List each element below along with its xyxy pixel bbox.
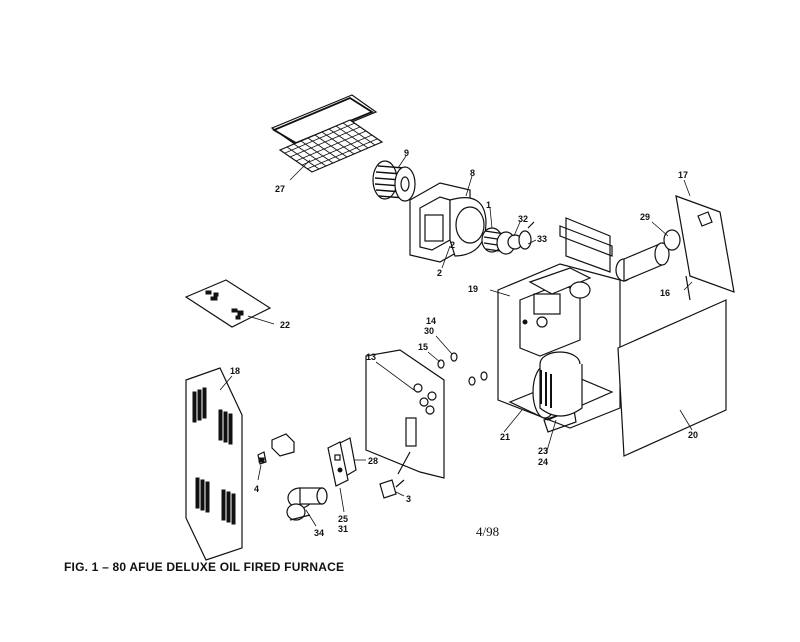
callout-2a: 2	[450, 240, 455, 250]
callout-16: 16	[660, 288, 670, 298]
callout-19: 19	[468, 284, 478, 294]
callout-18: 18	[230, 366, 240, 376]
part-29-flue-pipe	[559, 225, 681, 282]
callout-28: 28	[368, 456, 378, 466]
callout-17: 17	[678, 170, 688, 180]
callout-3: 3	[406, 494, 411, 504]
figure-caption: FIG. 1 – 80 AFUE DELUXE OIL FIRED FURNAC…	[64, 560, 345, 574]
callout-24: 24	[538, 457, 548, 467]
callout-32: 32	[518, 214, 528, 224]
part-20-side-panel	[617, 299, 727, 457]
part-34-burner	[286, 487, 328, 521]
callout-31: 31	[338, 524, 348, 534]
callout-labels: 27 9 8 1 32 33 2 2 22 19 14 30 15 13 18 …	[230, 148, 698, 538]
callout-4: 4	[254, 484, 259, 494]
callout-8: 8	[470, 168, 475, 178]
part-28-plate	[327, 437, 357, 487]
callout-22: 22	[280, 320, 290, 330]
callout-1: 1	[486, 200, 491, 210]
parts-14-15-rings	[437, 352, 488, 386]
callout-20: 20	[688, 430, 698, 440]
callout-15: 15	[418, 342, 428, 352]
part-27-filter	[270, 94, 384, 173]
callout-23: 23	[538, 446, 548, 456]
part-8-blower-housing	[409, 182, 487, 263]
callout-21: 21	[500, 432, 510, 442]
callout-2b: 2	[437, 268, 442, 278]
callout-29: 29	[640, 212, 650, 222]
callout-27: 27	[275, 184, 285, 194]
part-17-rear-panel	[675, 195, 735, 301]
date-code: 4/98	[476, 524, 500, 539]
part-4-bracket	[257, 433, 295, 465]
part-22-control-board	[184, 279, 272, 328]
part-13-access-panel	[365, 349, 445, 479]
callout-33: 33	[537, 234, 547, 244]
callout-30: 30	[424, 326, 434, 336]
callout-14: 14	[426, 316, 436, 326]
part-3-clip	[379, 479, 405, 499]
callout-25: 25	[338, 514, 348, 524]
leader-lines	[219, 155, 693, 527]
callout-13: 13	[366, 352, 376, 362]
part-1-blower-motor	[481, 221, 535, 255]
part-18-front-door	[185, 367, 243, 561]
callout-34: 34	[314, 528, 324, 538]
part-23-burner-tube	[532, 351, 583, 419]
callout-9: 9	[404, 148, 409, 158]
part-9-blower-wheel	[372, 160, 416, 202]
